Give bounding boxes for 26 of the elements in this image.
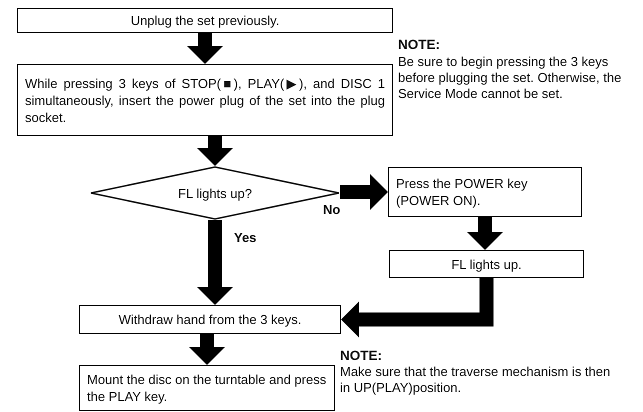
step-text: FL lights up. — [451, 256, 522, 272]
edge-label: No — [322, 202, 342, 217]
process-box — [17, 64, 393, 136]
edge-label: Yes — [233, 230, 258, 245]
note-heading: NOTE: — [340, 348, 382, 363]
note-heading: NOTE: — [398, 37, 440, 52]
step-text: Unplug the set previously. — [130, 12, 280, 29]
block-arrow — [197, 220, 233, 305]
block-arrow — [187, 33, 223, 64]
process-box — [389, 250, 584, 278]
process-box — [79, 365, 335, 411]
block-arrow — [467, 217, 503, 250]
block-arrow — [340, 174, 388, 210]
process-box — [388, 167, 582, 217]
step-text: Mount the disc on the turntable and press the PLAY key. — [87, 371, 327, 405]
step-text: FL lights up? — [178, 184, 252, 202]
step-text: Withdraw hand from the 3 keys. — [118, 311, 302, 328]
step-text: While pressing 3 keys of STOP(■), PLAY(▶), and DISC 1 simultaneously, insert the power plug of the set into the plug socket. — [25, 74, 385, 126]
block-arrow — [197, 136, 233, 166]
decision-diamond — [90, 166, 340, 220]
process-box — [17, 8, 393, 33]
step-text: Press the POWER key (POWER ON). — [396, 175, 528, 209]
block-arrow — [189, 334, 225, 365]
note-text: Make sure that the traverse mechanism is then in UP(PLAY)position. — [340, 364, 612, 396]
process-box — [79, 305, 341, 334]
note-text: Be sure to begin pressing the 3 keys before plugging the set. Otherwise, the Service Mode cannot be set. — [398, 54, 622, 102]
